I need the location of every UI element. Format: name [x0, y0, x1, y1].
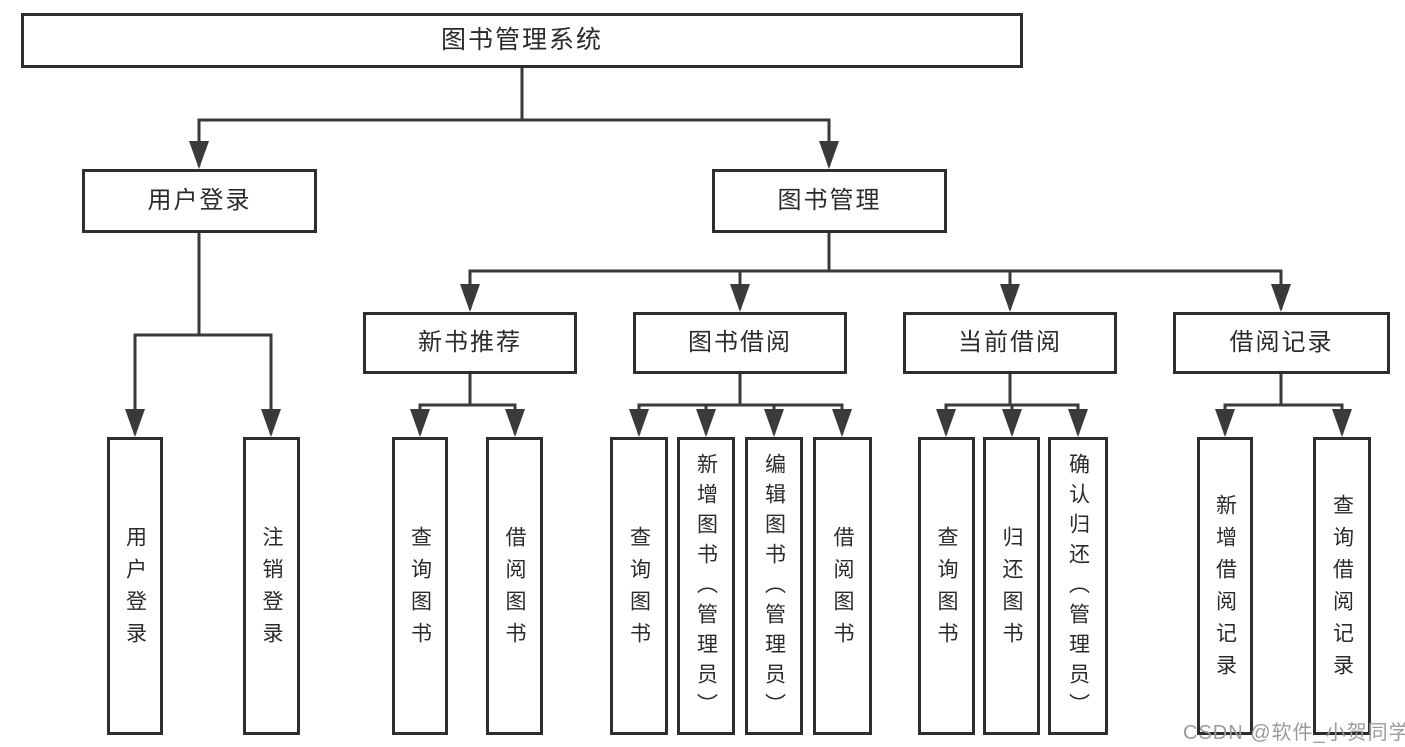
connector-line: [637, 374, 844, 434]
arrow-down-icon: [1000, 284, 1020, 312]
node-confirm-return-admin: 确认归还（管理员）: [1048, 437, 1108, 735]
connector-book-management-children: [460, 233, 1291, 312]
arrow-down-icon: [936, 409, 956, 437]
node-user-login: 用户登录: [82, 169, 317, 233]
connector-borrow-records-children: [1215, 374, 1352, 437]
csdn-watermark: CSDN @软件_小贺同学: [1183, 722, 1405, 744]
connector-line: [133, 233, 273, 434]
node-library-management-system: 图书管理系统: [21, 13, 1023, 68]
node-current-query-books: 查询图书: [918, 437, 975, 735]
arrow-down-icon: [1068, 409, 1088, 437]
node-new-book-recommend: 新书推荐: [363, 312, 577, 374]
arrow-down-icon: [764, 409, 784, 437]
node-user-login-leaf: 用户登录: [107, 437, 163, 735]
node-book-management: 图书管理: [712, 169, 947, 233]
connector-current-borrow-children: [936, 374, 1088, 437]
arrow-down-icon: [629, 409, 649, 437]
node-borrow-records: 借阅记录: [1173, 312, 1390, 374]
arrow-down-icon: [410, 409, 430, 437]
node-borrow-query-books: 查询图书: [610, 437, 668, 735]
arrow-down-icon: [730, 284, 750, 312]
node-borrow-books: 借阅图书: [813, 437, 872, 735]
connector-root-to-level2: [189, 68, 839, 169]
arrow-down-icon: [696, 409, 716, 437]
connector-line: [418, 374, 517, 434]
arrow-down-icon: [1332, 409, 1352, 437]
arrow-down-icon: [1271, 284, 1291, 312]
connector-new-book-recommend-children: [410, 374, 525, 437]
arrow-down-icon: [832, 409, 852, 437]
node-return-books: 归还图书: [983, 437, 1040, 735]
node-book-borrow: 图书借阅: [633, 312, 847, 374]
arrow-down-icon: [189, 141, 209, 169]
node-logout: 注销登录: [243, 437, 300, 735]
arrow-down-icon: [819, 141, 839, 169]
arrow-down-icon: [1002, 409, 1022, 437]
connector-line: [468, 233, 1283, 309]
node-add-borrow-record: 新增借阅记录: [1197, 437, 1253, 735]
connector-user-login-children: [125, 233, 281, 437]
arrow-down-icon: [125, 409, 145, 437]
node-recommend-query-books: 查询图书: [392, 437, 448, 735]
connector-line: [197, 68, 831, 166]
arrow-down-icon: [505, 409, 525, 437]
arrow-down-icon: [460, 284, 480, 312]
connector-line: [1223, 374, 1344, 434]
node-edit-books-admin: 编辑图书（管理员）: [745, 437, 803, 735]
node-recommend-borrow-books: 借阅图书: [486, 437, 543, 735]
node-query-borrow-record: 查询借阅记录: [1313, 437, 1371, 735]
arrow-down-icon: [261, 409, 281, 437]
arrow-down-icon: [1215, 409, 1235, 437]
node-current-borrow: 当前借阅: [903, 312, 1117, 374]
connector-book-borrow-children: [629, 374, 852, 437]
node-add-books-admin: 新增图书（管理员）: [677, 437, 735, 735]
